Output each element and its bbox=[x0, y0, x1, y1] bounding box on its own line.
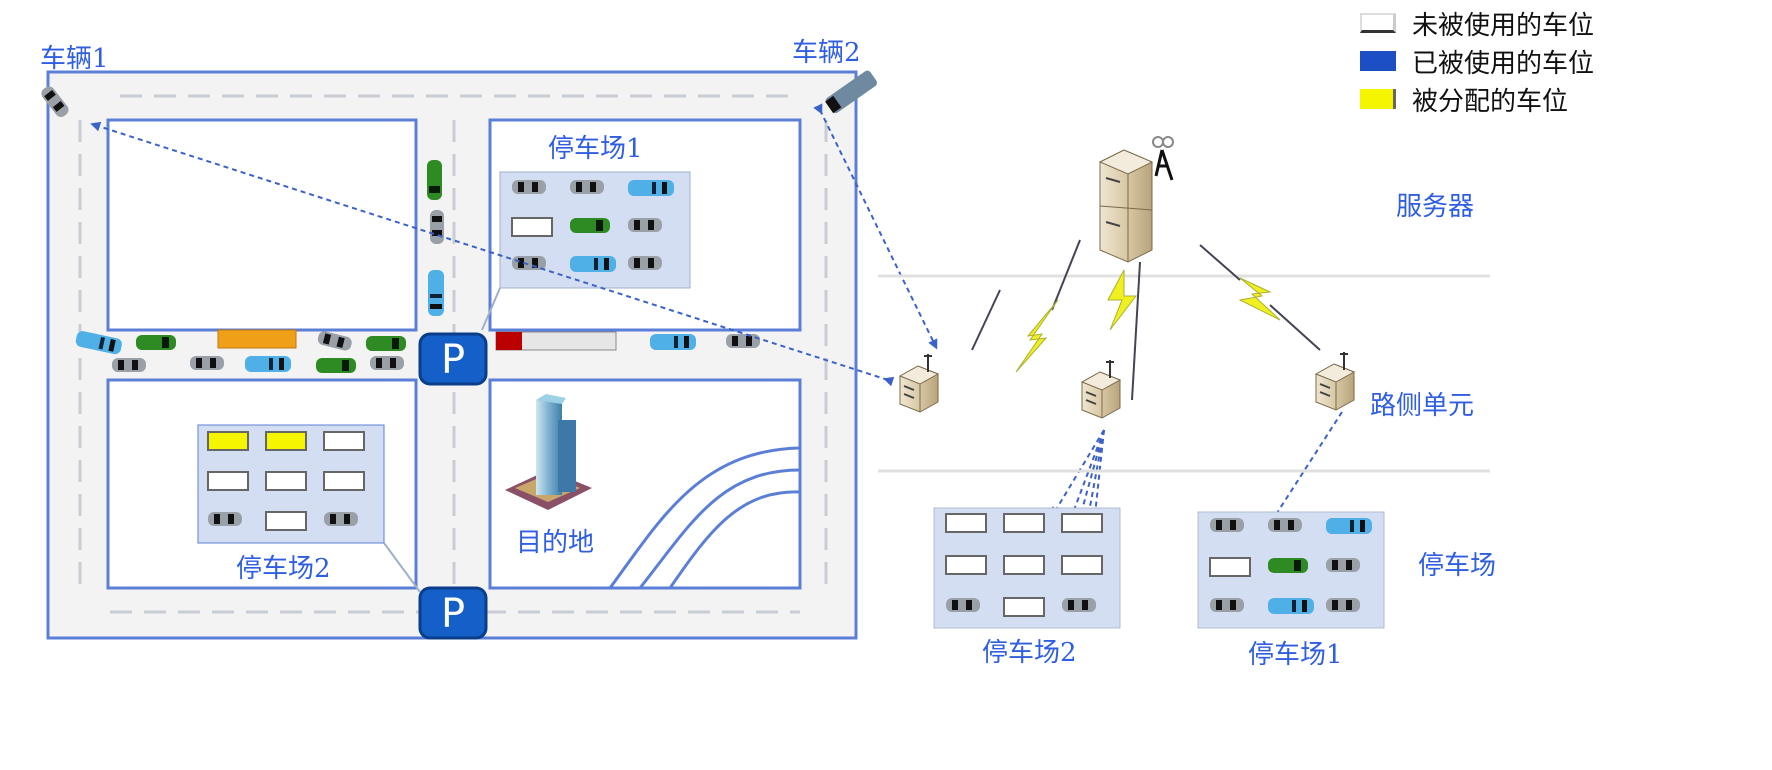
parking-spot-empty[interactable] bbox=[265, 511, 307, 531]
legend-item-used: 已被使用的车位 bbox=[1360, 42, 1594, 80]
curved-road bbox=[608, 446, 801, 589]
parking-spot-green-car[interactable] bbox=[1268, 558, 1308, 573]
parking-spot-blue-car[interactable] bbox=[1326, 518, 1372, 534]
parking-lot-2-map[interactable] bbox=[197, 424, 385, 544]
parking-spot-empty[interactable] bbox=[1061, 555, 1103, 575]
legend-item-empty: 未被使用的车位 bbox=[1360, 4, 1594, 42]
parking-spot-empty[interactable] bbox=[323, 471, 365, 491]
legend-label-used: 已被使用的车位 bbox=[1412, 48, 1595, 79]
parking-spot-empty[interactable] bbox=[1003, 513, 1045, 533]
parking-spot-empty[interactable] bbox=[323, 431, 365, 451]
legend-label-empty: 未被使用的车位 bbox=[1412, 10, 1595, 41]
parking-lot-1-label: 停车场1 bbox=[548, 134, 643, 164]
network-diagram bbox=[878, 136, 1490, 629]
parking-layer-label: 停车场 bbox=[1418, 551, 1497, 581]
parking-spot-gray-car[interactable] bbox=[1268, 518, 1302, 532]
legend-label-assigned: 被分配的车位 bbox=[1412, 86, 1569, 117]
parking-spot-gray-car[interactable] bbox=[946, 598, 980, 612]
legend-item-assigned: 被分配的车位 bbox=[1360, 80, 1594, 118]
parking-spot-blue-car[interactable] bbox=[628, 180, 674, 196]
block-top-left bbox=[106, 118, 418, 332]
empty-spot-swatch-icon bbox=[1360, 13, 1396, 33]
parking-spot-empty[interactable] bbox=[1061, 513, 1103, 533]
parking-spot-empty[interactable] bbox=[511, 217, 553, 237]
parking-sign-2[interactable]: P bbox=[418, 586, 488, 640]
truck-cab bbox=[496, 332, 522, 350]
parking-spot-assigned[interactable] bbox=[265, 431, 307, 451]
destination-label: 目的地 bbox=[516, 528, 595, 558]
server-icon[interactable] bbox=[1098, 136, 1174, 263]
parking-spot-gray-car[interactable] bbox=[512, 180, 546, 194]
bottom-parking-lot-2[interactable] bbox=[933, 507, 1121, 629]
parking-spot-empty[interactable] bbox=[1003, 597, 1045, 617]
parking-spot-empty[interactable] bbox=[207, 471, 249, 491]
bus bbox=[217, 329, 297, 349]
lightning-icon-right bbox=[1238, 277, 1281, 321]
parking-spot-gray-car[interactable] bbox=[1326, 598, 1360, 612]
lightning-icon-middle bbox=[1107, 269, 1138, 331]
parking-lot-2-label: 停车场2 bbox=[236, 554, 331, 584]
parking-spot-assigned[interactable] bbox=[207, 431, 249, 451]
parking-spot-green-car[interactable] bbox=[570, 218, 610, 233]
parking-spot-gray-car[interactable] bbox=[1062, 598, 1096, 612]
rsu-icon-middle[interactable] bbox=[1081, 359, 1121, 419]
server-label: 服务器 bbox=[1396, 192, 1475, 222]
parking-spot-empty[interactable] bbox=[1003, 555, 1045, 575]
lot2-connector bbox=[383, 542, 421, 593]
wireless-links bbox=[971, 239, 1321, 401]
parking-spot-gray-car[interactable] bbox=[1210, 598, 1244, 612]
parking-spot-empty[interactable] bbox=[945, 513, 987, 533]
parking-spot-gray-car[interactable] bbox=[1326, 558, 1360, 572]
parking-sign-1[interactable]: P bbox=[418, 332, 488, 386]
bottom-parking-lot-1[interactable] bbox=[1197, 511, 1385, 629]
parking-spot-gray-car[interactable] bbox=[1210, 518, 1244, 532]
parking-spot-gray-car[interactable] bbox=[628, 218, 662, 232]
rsu-icon-right[interactable] bbox=[1315, 351, 1355, 411]
parking-spot-gray-car[interactable] bbox=[324, 512, 358, 526]
rsu-label: 路侧单元 bbox=[1370, 391, 1475, 421]
assigned-spot-swatch-icon bbox=[1360, 89, 1396, 109]
bottom-parking-lot-1-label: 停车场1 bbox=[1248, 640, 1343, 670]
parking-lot-1-map[interactable] bbox=[499, 171, 691, 289]
parking-spot-blue-car[interactable] bbox=[570, 256, 616, 272]
parking-spot-empty[interactable] bbox=[945, 555, 987, 575]
used-spot-swatch-icon bbox=[1360, 51, 1396, 71]
parking-sign-1-text: P bbox=[441, 337, 465, 383]
city-map: P P bbox=[38, 70, 877, 640]
legend: 未被使用的车位 已被使用的车位 被分配的车位 bbox=[1360, 4, 1594, 118]
parking-spot-blue-car[interactable] bbox=[1268, 598, 1314, 614]
destination-building-icon[interactable] bbox=[505, 394, 592, 510]
rsu-icon-left[interactable] bbox=[899, 353, 939, 413]
vehicle-2-label: 车辆2 bbox=[792, 38, 861, 68]
parking-spot-gray-car[interactable] bbox=[208, 512, 242, 526]
parking-spot-empty[interactable] bbox=[1209, 557, 1251, 577]
lightning-icon-left bbox=[1015, 299, 1059, 373]
bottom-parking-lot-2-label: 停车场2 bbox=[982, 638, 1077, 668]
vehicle-1-label: 车辆1 bbox=[40, 44, 109, 74]
parking-spot-gray-car[interactable] bbox=[570, 180, 604, 194]
parking-sign-2-text: P bbox=[441, 591, 465, 637]
parking-spot-gray-car[interactable] bbox=[628, 256, 662, 270]
parking-spot-empty[interactable] bbox=[265, 471, 307, 491]
